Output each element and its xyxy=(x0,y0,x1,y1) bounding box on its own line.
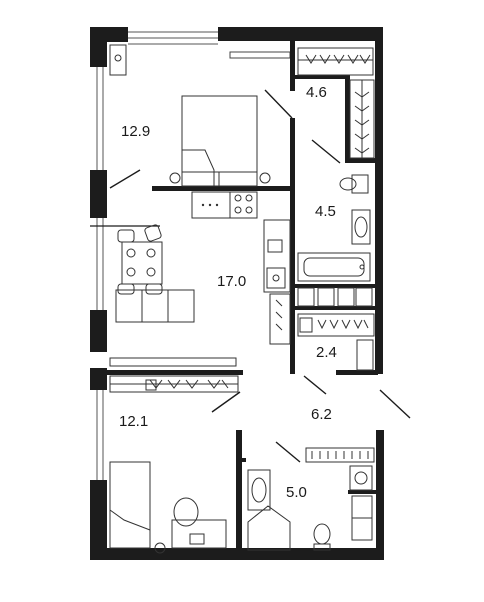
bed-icon xyxy=(181,95,258,187)
exterior-walls xyxy=(90,27,384,560)
chair-icon xyxy=(117,224,163,295)
bed-icon xyxy=(109,461,151,549)
room-area-wardrobe: 4.6 xyxy=(306,84,327,101)
nightstand-lamp-icon xyxy=(169,172,181,184)
bathtub-icon xyxy=(297,252,371,282)
oven-dots-icon xyxy=(201,203,219,207)
room-area-bedroom-1: 12.9 xyxy=(121,123,151,140)
storage-hangers-icon xyxy=(297,313,375,371)
washing-machine-icon xyxy=(349,465,373,491)
desk-icon xyxy=(171,497,227,549)
window-top xyxy=(128,31,218,45)
dining-table-icon xyxy=(121,241,163,285)
room-area-kitchen-living: 17.0 xyxy=(217,273,247,290)
washbasin-icon xyxy=(247,469,271,511)
fridge-icon xyxy=(269,293,291,345)
sofa-icon xyxy=(115,289,195,323)
room-area-bathroom-1: 4.5 xyxy=(315,203,336,220)
nightstand-lamp-icon xyxy=(259,172,271,184)
toilet-icon xyxy=(313,523,331,551)
toilet-icon xyxy=(339,174,369,194)
room-area-bedroom-2: 12.1 xyxy=(119,413,149,430)
room-area-bathroom-2: 5.0 xyxy=(286,484,307,501)
stove-icon xyxy=(234,194,253,214)
towel-rail-icon xyxy=(305,447,375,463)
washbasin-icon xyxy=(351,209,371,245)
desk-icon xyxy=(109,44,127,76)
kitchen-counter xyxy=(191,191,258,219)
bedroom2-closet xyxy=(109,357,239,393)
radiator-top xyxy=(229,51,291,59)
doors xyxy=(109,89,411,463)
washing-machine-icon xyxy=(297,287,373,307)
wardrobe-hangers-icon xyxy=(297,47,375,159)
windows-left xyxy=(96,67,104,480)
chair-icon xyxy=(154,542,166,554)
room-area-hallway: 6.2 xyxy=(311,406,332,423)
room-area-storage: 2.4 xyxy=(316,344,337,361)
shelf-icon xyxy=(351,495,373,541)
shower-icon xyxy=(247,505,291,551)
interior-walls xyxy=(107,41,382,560)
sink-icon xyxy=(263,219,291,293)
